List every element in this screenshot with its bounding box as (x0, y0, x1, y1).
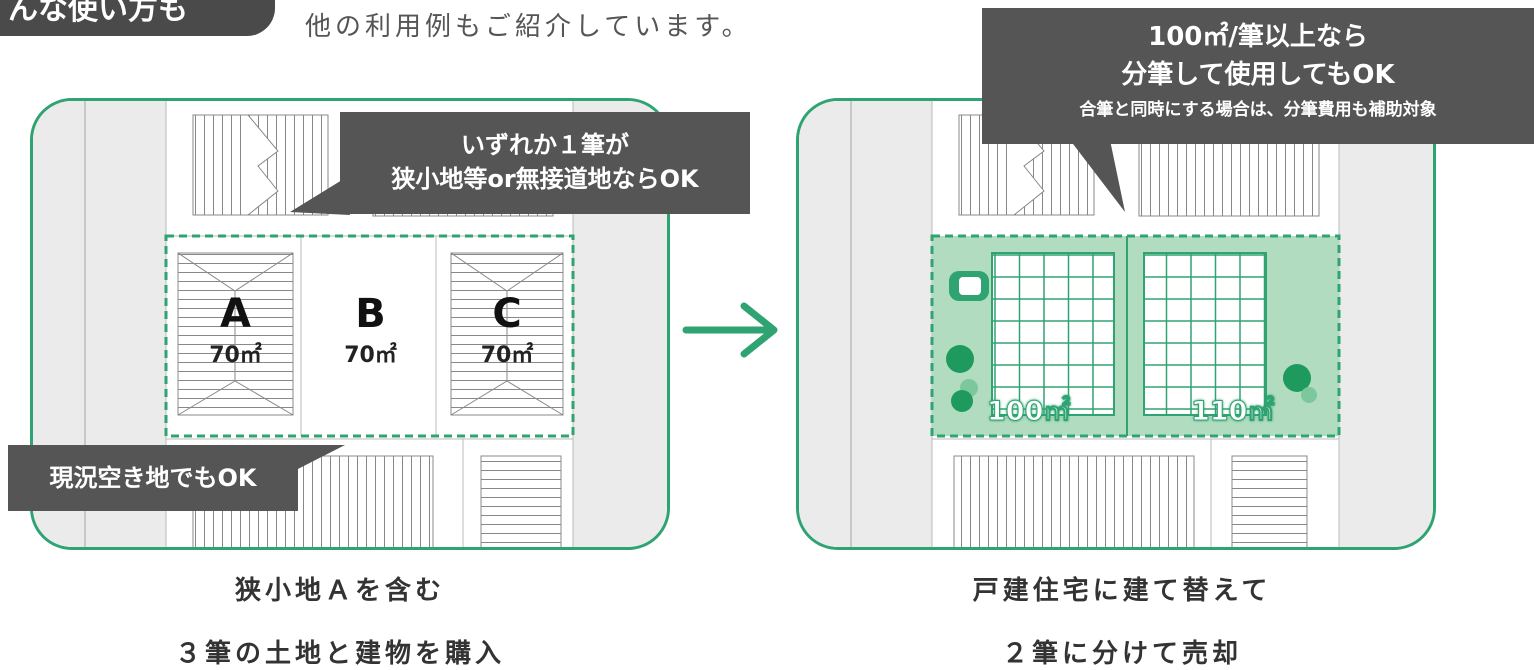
lot-boundary (930, 234, 1341, 438)
lot-b: B 70㎡ (313, 291, 428, 369)
lot-area: 70㎡ (209, 343, 262, 368)
condition-line-2: 狭小地等or無接道地ならOK (391, 165, 699, 193)
bubble-pointer (290, 180, 350, 215)
condition-line-1: いずれか１筆が (461, 131, 629, 159)
arrow-right-icon (682, 302, 778, 358)
lot-area: 70㎡ (344, 343, 397, 368)
after-map (799, 101, 1433, 547)
lot-letter: B (355, 291, 386, 337)
lot-c: C 70㎡ (451, 291, 563, 369)
before-caption: 狭小地Ａを含む ３筆の土地と建物を購入 (140, 570, 540, 670)
lot-boundary (164, 234, 575, 438)
bubble-pointer (1070, 140, 1125, 212)
vacant-land-bubble: 現況空き地でもOK (8, 445, 298, 511)
lot-letter: A (220, 291, 251, 337)
before-caption-line-2: ３筆の土地と建物を購入 (174, 639, 505, 669)
subdivision-line-2: 分筆して使用してもOK (1121, 60, 1395, 90)
tree-icon (1283, 364, 1317, 403)
after-caption: 戸建住宅に建て替えて ２筆に分けて売却 (922, 570, 1322, 670)
after-caption-line-1: 戸建住宅に建て替えて (972, 576, 1272, 606)
after-caption-line-2: ２筆に分けて売却 (1001, 639, 1242, 669)
tree-icon (946, 345, 978, 412)
subdivision-line-1: 100㎡/筆以上なら (1148, 22, 1368, 52)
subdivision-note: 合筆と同時にする場合は、分筆費用も補助対象 (1079, 100, 1437, 120)
car-icon (949, 271, 989, 301)
lot-area: 100㎡ (986, 396, 1071, 428)
subdivision-bubble: 100㎡/筆以上なら 分筆して使用してもOK 合筆と同時にする場合は、分筆費用も… (982, 8, 1534, 144)
bubble-pointer (290, 445, 345, 473)
lot-letter: C (492, 291, 522, 337)
section-tag: んな使い方も (0, 0, 275, 36)
lot-area: 70㎡ (480, 343, 534, 368)
before-caption-line-1: 狭小地Ａを含む (234, 576, 445, 606)
lot-a: A 70㎡ (178, 291, 293, 369)
condition-bubble: いずれか１筆が 狭小地等or無接道地ならOK (340, 112, 750, 214)
intro-text: 他の利用例もご紹介しています。 (305, 12, 752, 42)
lot-area: 110㎡ (1190, 396, 1275, 428)
